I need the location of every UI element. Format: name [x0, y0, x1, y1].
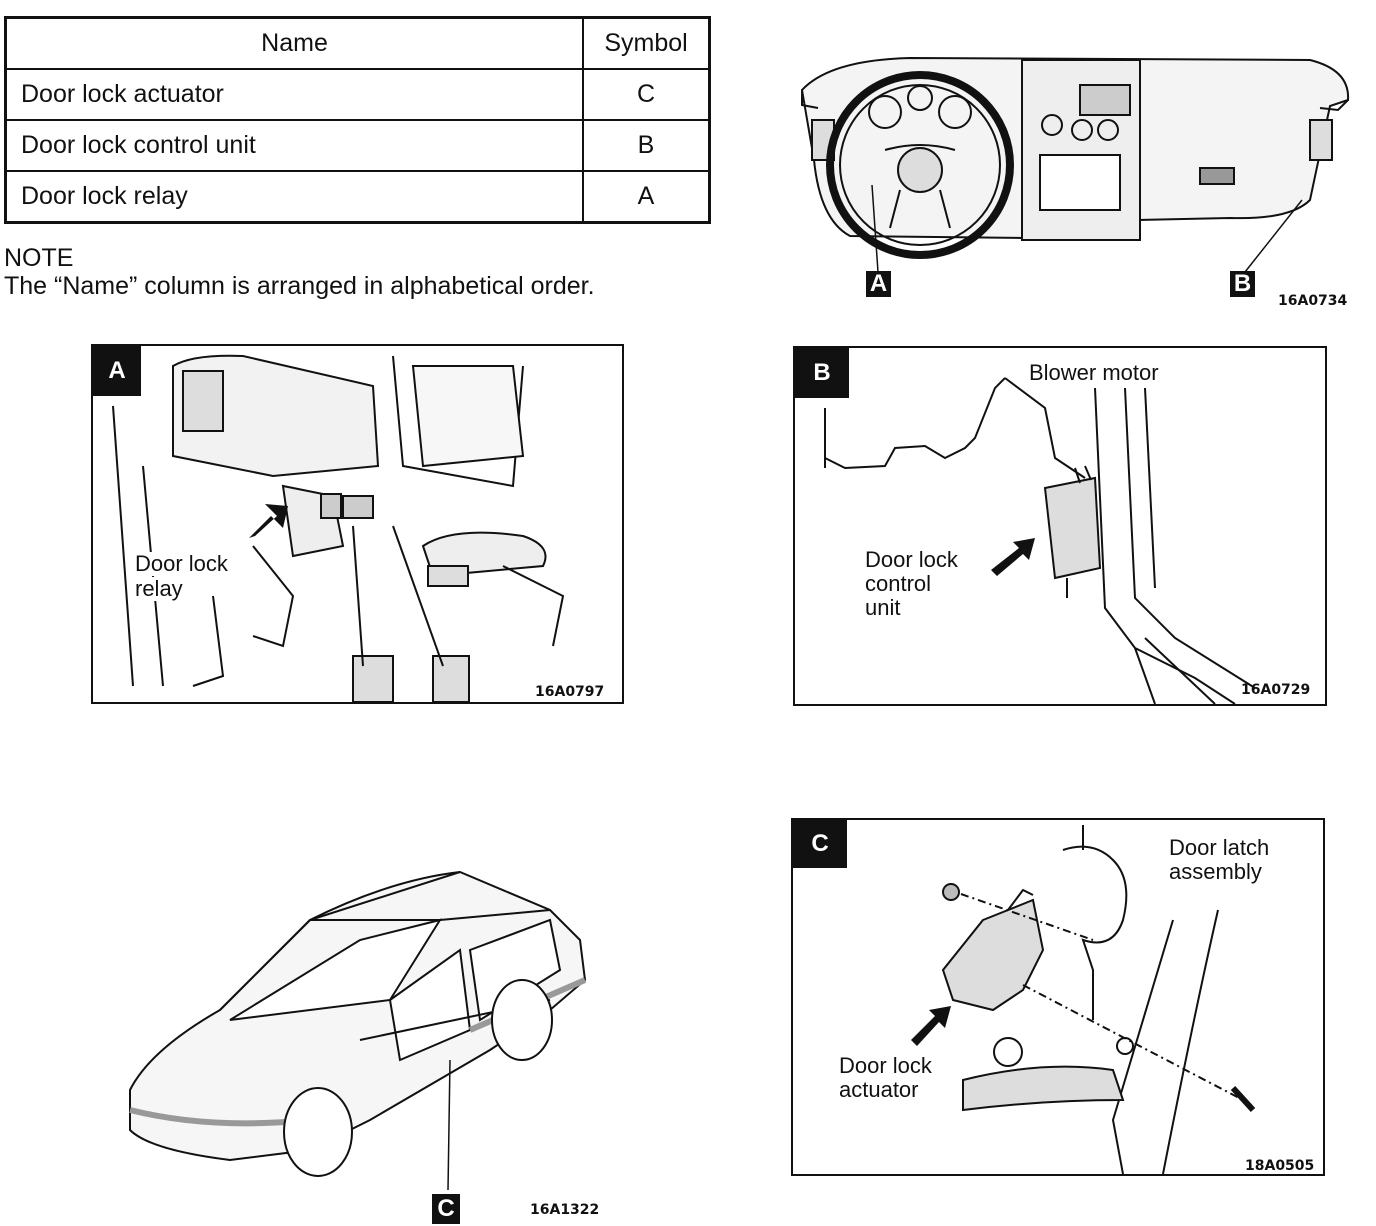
dashboard-tag-b: B [1230, 271, 1255, 297]
actuator-tag: C [793, 820, 847, 868]
row-name: Door lock control unit [4, 119, 584, 172]
note-text: The “Name” column is arranged in alphabe… [4, 272, 595, 300]
actuator-illustration [911, 825, 1256, 1174]
dashboard-code: 16A0734 [1278, 293, 1348, 309]
note-title: NOTE [4, 244, 74, 272]
dashboard-illustration [800, 56, 1350, 273]
actuator-code: 18A0505 [1245, 1158, 1315, 1174]
row-name: Door lock actuator [4, 68, 584, 121]
row-symbol: C [582, 68, 711, 121]
components-table: Name Symbol Door lock actuator C Door lo… [4, 16, 711, 224]
latch-label-line1: Door latch [1169, 835, 1270, 860]
car-illustration [129, 870, 587, 1191]
car-tag: C [432, 1194, 460, 1224]
table-row: Door lock control unit B [4, 119, 711, 172]
relay-illustration [112, 354, 565, 702]
header-symbol: Symbol [582, 16, 711, 70]
car-code: 16A1322 [530, 1202, 600, 1218]
car-figure: C 16A1322 [110, 860, 630, 1226]
control-unit-code: 16A0729 [1241, 682, 1311, 698]
actuator-label-line2: actuator [839, 1077, 919, 1102]
relay-code: 16A0797 [535, 684, 605, 700]
row-name: Door lock relay [4, 170, 584, 224]
actuator-label-line1: Door lock [839, 1053, 932, 1078]
relay-figure: A Door lock relay 16A0797 [91, 344, 624, 704]
relay-tag: A [93, 346, 141, 396]
dashboard-tag-a: A [866, 271, 891, 297]
table-row: Door lock relay A [4, 170, 711, 224]
dashboard-figure: A B 16A0734 [790, 50, 1360, 310]
control-unit-illustration [824, 377, 1256, 704]
relay-label-line1: Door lock [135, 551, 228, 576]
table-row: Door lock actuator C [4, 68, 711, 121]
control-unit-tag: B [795, 348, 849, 398]
table-header-row: Name Symbol [4, 16, 711, 70]
control-unit-label-line2: control [865, 571, 932, 596]
control-unit-figure: B Blower motor Door lock control unit 16… [793, 346, 1327, 706]
relay-label-line2: relay [135, 576, 183, 601]
row-symbol: B [582, 119, 711, 172]
control-unit-label-line3: unit [865, 595, 901, 620]
row-symbol: A [582, 170, 711, 224]
actuator-figure: C Door latch assembly Door lock actuator… [791, 818, 1325, 1176]
header-name: Name [4, 16, 584, 70]
control-unit-label-line1: Door lock [865, 547, 958, 572]
latch-label-line2: assembly [1169, 859, 1262, 884]
blower-motor-label: Blower motor [1029, 360, 1159, 385]
